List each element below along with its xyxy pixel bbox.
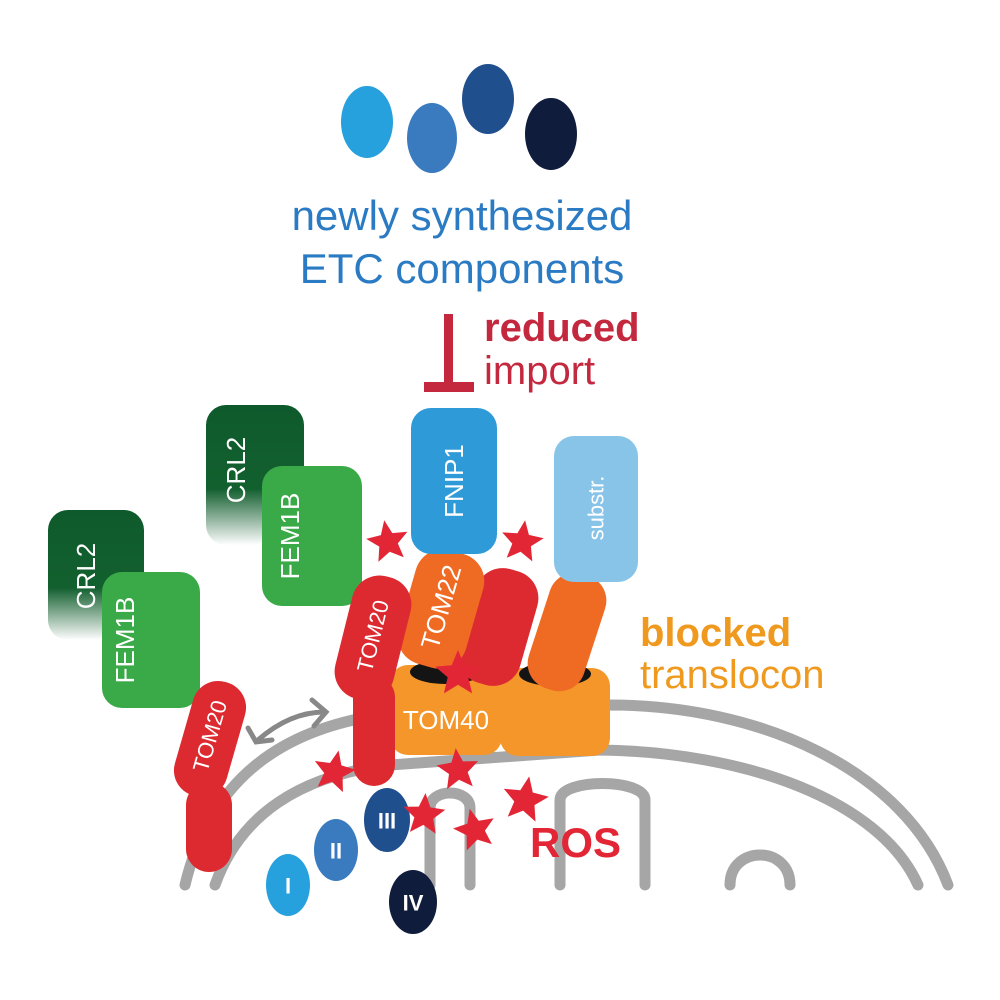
etc-complex-ii: II bbox=[314, 819, 358, 881]
etc-label-line1: newly synthesized bbox=[292, 192, 633, 239]
ros-star bbox=[366, 520, 408, 562]
svg-text:CRL2: CRL2 bbox=[71, 543, 101, 609]
svg-text:FEM1B: FEM1B bbox=[275, 493, 305, 580]
svg-text:I: I bbox=[285, 874, 291, 899]
blocked-label: blocked bbox=[640, 611, 791, 655]
tom20-center: TOM20 bbox=[334, 575, 412, 786]
movement-double-arrow bbox=[245, 697, 330, 745]
reduced-label: reduced bbox=[484, 306, 640, 350]
crista-left bbox=[424, 787, 476, 891]
etc-complex-i: I bbox=[266, 854, 310, 916]
ros-star bbox=[314, 750, 356, 793]
svg-text:TOM40: TOM40 bbox=[403, 705, 489, 735]
fem1b-right: FEM1B bbox=[262, 466, 362, 606]
substrate-orange bbox=[527, 572, 607, 692]
etc-component-oval bbox=[341, 86, 393, 158]
ros-stars bbox=[314, 520, 549, 851]
inner-membrane bbox=[209, 744, 924, 891]
etc-component-oval bbox=[407, 103, 457, 173]
etc-label-line2: ETC components bbox=[300, 245, 624, 292]
ros-star bbox=[453, 808, 494, 851]
fem1b-left: FEM1B bbox=[102, 572, 200, 708]
svg-text:FEM1B: FEM1B bbox=[110, 597, 140, 684]
ros-label: ROS bbox=[530, 819, 621, 866]
crista-middle bbox=[554, 778, 651, 891]
svg-text:II: II bbox=[330, 839, 342, 864]
ros-star bbox=[502, 520, 544, 562]
svg-text:substr.: substr. bbox=[584, 476, 609, 541]
tom20-left: TOM20 bbox=[173, 681, 247, 872]
ros-star bbox=[503, 776, 549, 822]
ros-star bbox=[403, 793, 446, 834]
tom20-center-receptor bbox=[334, 575, 412, 701]
crista-right bbox=[724, 849, 796, 891]
svg-text:III: III bbox=[378, 809, 396, 834]
tom20-left-anchor bbox=[186, 782, 232, 872]
tom22: TOM22 bbox=[397, 549, 485, 669]
inhibition-symbol bbox=[424, 314, 474, 392]
fnip1: FNIP1 bbox=[411, 408, 497, 554]
tom20-center-anchor bbox=[353, 676, 395, 786]
etc-component-oval bbox=[525, 98, 577, 170]
etc-complex-iv: IV bbox=[389, 870, 437, 934]
etc-components-cluster bbox=[341, 64, 577, 173]
ros-star bbox=[435, 650, 481, 694]
etc-component-oval bbox=[462, 64, 514, 134]
tom20-left-receptor bbox=[173, 681, 247, 797]
substrate: substr. bbox=[554, 436, 638, 582]
translocon-label: translocon bbox=[640, 653, 825, 697]
svg-text:IV: IV bbox=[403, 891, 424, 916]
svg-text:FNIP1: FNIP1 bbox=[439, 444, 469, 518]
etc-complex-iii: III bbox=[364, 788, 410, 852]
svg-text:CRL2: CRL2 bbox=[221, 437, 251, 503]
import-label: import bbox=[484, 349, 595, 393]
ros-star bbox=[436, 748, 479, 790]
